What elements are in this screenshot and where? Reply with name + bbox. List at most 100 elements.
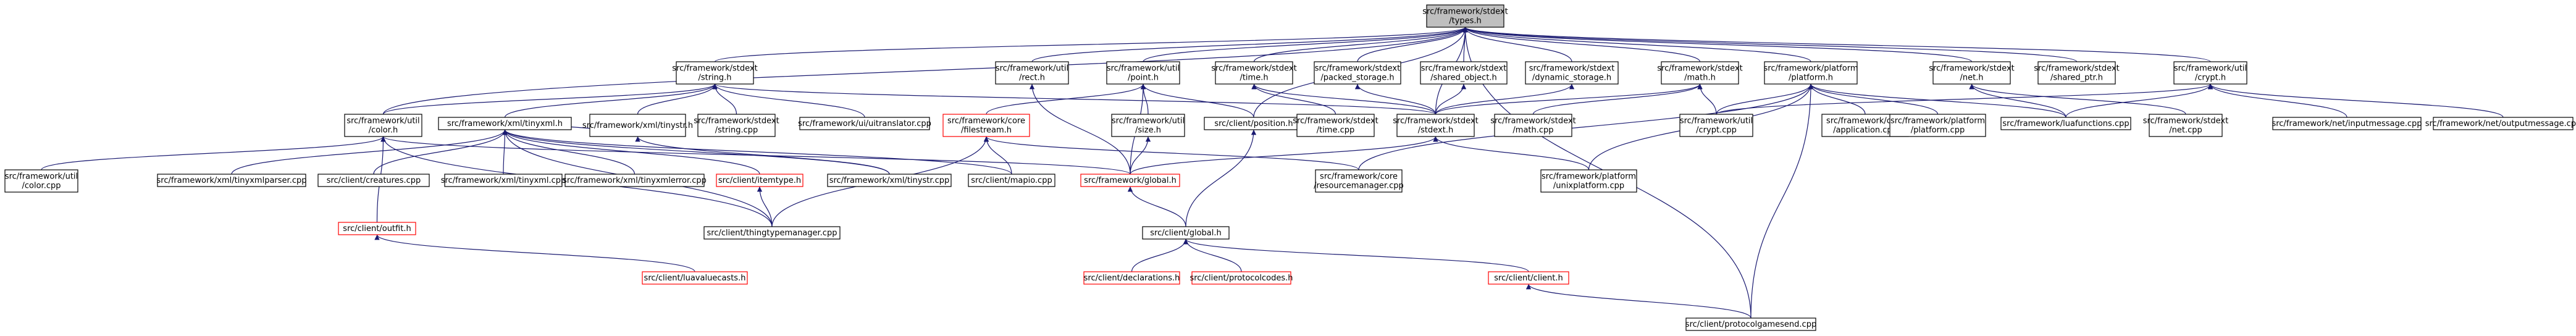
- graph-node-dynstor[interactable]: src/framework/stdext/dynamic_storage.h: [1525, 61, 1619, 85]
- node-label: src/client/mapio.cpp: [971, 176, 1052, 185]
- graph-node-mathcpp[interactable]: src/framework/stdext/math.cpp: [1490, 114, 1576, 137]
- graph-node-color[interactable]: src/framework/util/color.h: [344, 114, 422, 137]
- edge-timecpp-to-time: [1251, 83, 1336, 115]
- node-label: src/framework/util: [996, 64, 1068, 74]
- edge-point-to-types: [1143, 27, 1468, 62]
- node-label: src/framework/xml/tinystr.cpp: [829, 176, 950, 185]
- edge-thingtypemanager-to-itemtype: [757, 186, 773, 227]
- edge-platformcpp-to-platform: [1808, 83, 1939, 115]
- edge-global-to-color: [380, 136, 1131, 175]
- node-label: src/client/thingtypemanager.cpp: [707, 229, 837, 238]
- node-box: [1494, 114, 1572, 137]
- graph-node-sharedobj[interactable]: src/framework/stdext/shared_object.h: [1420, 61, 1508, 85]
- edge-stdext-to-dynstor: [1435, 83, 1575, 115]
- edge-global-to-size: [1130, 136, 1151, 175]
- graph-node-uitranslator[interactable]: src/framework/ui/uitranslator.cpp: [798, 117, 931, 130]
- node-box: [438, 117, 572, 130]
- node-label: src/client/position.h: [1214, 119, 1293, 128]
- edge-luavaluecasts-to-outfit: [374, 234, 695, 272]
- edge-mapio-to-tinyxml: [502, 129, 1012, 175]
- graph-node-itemtype[interactable]: src/client/itemtype.h: [716, 174, 803, 187]
- node-label: /time.h: [1240, 74, 1268, 83]
- graph-node-tinyxmlerror[interactable]: src/framework/xml/tinyxmlerror.cpp: [563, 174, 707, 187]
- node-box: [1540, 169, 1637, 193]
- graph-node-protocolcodes[interactable]: src/client/protocolcodes.h: [1190, 271, 1293, 285]
- node-box: [1420, 61, 1508, 85]
- graph-node-time[interactable]: src/framework/stdext/time.h: [1211, 61, 1297, 85]
- edge-global-to-rect: [1029, 83, 1131, 175]
- graph-node-types[interactable]: src/framework/stdext/types.h: [1422, 4, 1508, 28]
- node-label: src/framework/xml/tinyxmlparser.cpp: [157, 176, 307, 185]
- node-label: src/framework/stdext: [1929, 64, 2014, 74]
- graph-node-global[interactable]: src/framework/global.h: [1080, 174, 1180, 187]
- graph-node-platformcpp[interactable]: src/framework/platform/platform.cpp: [1889, 114, 1986, 137]
- graph-node-string[interactable]: src/framework/stdext/string.h: [672, 61, 758, 85]
- graph-node-crypt[interactable]: src/framework/util/crypt.h: [2173, 61, 2247, 85]
- graph-node-rect[interactable]: src/framework/util/rect.h: [995, 61, 1069, 85]
- node-label: /net.cpp: [2169, 126, 2202, 135]
- graph-node-clienth[interactable]: src/client/client.h: [1488, 271, 1569, 285]
- node-label: /platform.h: [1789, 74, 1833, 83]
- edge-sharedptr-to-types: [1462, 27, 2078, 62]
- node-box: [589, 114, 686, 137]
- graph-node-mapio[interactable]: src/client/mapio.cpp: [968, 174, 1055, 187]
- graph-node-size[interactable]: src/framework/util/size.h: [1111, 114, 1185, 137]
- node-label: /application.cpp: [1833, 126, 1897, 135]
- node-box: [697, 114, 776, 137]
- node-box: [799, 117, 930, 130]
- node-box: [157, 174, 306, 187]
- node-label: src/framework/stdext: [1657, 64, 1742, 74]
- node-label: /string.cpp: [715, 126, 758, 135]
- graph-node-outfit[interactable]: src/client/outfit.h: [338, 222, 416, 235]
- edge-creatures-to-tinyxml: [373, 129, 508, 175]
- graph-node-tinystrcpp[interactable]: src/framework/xml/tinystr.cpp: [827, 174, 952, 187]
- graph-node-platform[interactable]: src/framework/platform/platform.h: [1764, 61, 1858, 85]
- node-box: [716, 174, 803, 187]
- graph-node-tinyxmlcpp[interactable]: src/framework/xml/tinyxml.cpp: [441, 174, 566, 187]
- graph-node-stringcpp[interactable]: src/framework/stdext/string.cpp: [694, 114, 779, 137]
- graph-node-packed[interactable]: src/framework/stdext/packed_storage.h: [1314, 61, 1401, 85]
- graph-node-inputmessage[interactable]: src/framework/net/inputmessage.cpp: [2272, 117, 2422, 130]
- node-label: /color.h: [369, 126, 398, 135]
- graph-node-unixplatform[interactable]: src/framework/platform/unixplatform.cpp: [1540, 169, 1637, 193]
- node-label: src/client/client.h: [1494, 274, 1563, 283]
- edge-tinyxmlparser-to-tinyxml: [231, 129, 508, 175]
- edge-dynstor-to-types: [1462, 27, 1572, 62]
- graph-node-clientglobal[interactable]: src/client/global.h: [1142, 226, 1230, 240]
- graph-node-colorcpp[interactable]: src/framework/util/color.cpp: [4, 169, 78, 193]
- graph-node-math[interactable]: src/framework/stdext/math.h: [1657, 61, 1743, 85]
- graph-node-resourcemanager[interactable]: src/framework/core/resourcemanager.cpp: [1314, 169, 1404, 193]
- graph-node-declarations[interactable]: src/client/declarations.h: [1083, 271, 1180, 285]
- graph-node-netcpp[interactable]: src/framework/stdext/net.cpp: [2143, 114, 2228, 137]
- graph-node-tinyxmlparser[interactable]: src/framework/xml/tinyxmlparser.cpp: [157, 174, 307, 187]
- graph-node-timecpp[interactable]: src/framework/stdext/time.cpp: [1293, 114, 1378, 137]
- graph-node-tinyxml[interactable]: src/framework/xml/tinyxml.h: [438, 117, 572, 130]
- graph-node-sharedptr[interactable]: src/framework/stdext/shared_ptr.h: [2034, 61, 2120, 85]
- edge-luafunctions-to-platform: [1808, 83, 2066, 118]
- graph-node-thingtypemanager[interactable]: src/client/thingtypemanager.cpp: [703, 226, 841, 240]
- graph-node-protocolgamesend[interactable]: src/client/protocolgamesend.cpp: [1685, 317, 1816, 331]
- graph-node-creatures[interactable]: src/client/creatures.cpp: [317, 174, 430, 187]
- node-label: /rect.h: [1019, 74, 1045, 83]
- node-label: src/framework/stdext: [1393, 117, 1478, 126]
- edge-position-to-point: [1140, 83, 1254, 118]
- graph-node-luafunctions[interactable]: src/framework/luafunctions.cpp: [2000, 117, 2131, 130]
- edge-color-to-types: [382, 27, 1468, 115]
- node-box: [2173, 61, 2247, 85]
- graph-node-position[interactable]: src/client/position.h: [1204, 117, 1304, 130]
- graph-node-cryptcpp[interactable]: src/framework/util/crypt.cpp: [1679, 114, 1753, 137]
- graph-node-point[interactable]: src/framework/util/point.h: [1106, 61, 1180, 85]
- graph-node-net[interactable]: src/framework/stdext/net.h: [1929, 61, 2015, 85]
- node-label: src/framework/platform: [1542, 172, 1636, 182]
- node-box: [1314, 61, 1401, 85]
- graph-node-filestream[interactable]: src/framework/core/filestream.h: [942, 114, 1030, 137]
- node-label: src/framework/util: [1112, 117, 1185, 126]
- graph-node-stdext[interactable]: src/framework/stdext/stdext.h: [1393, 114, 1479, 137]
- edge-packed-to-types: [1357, 27, 1468, 62]
- edge-net-to-types: [1462, 27, 1973, 62]
- graph-node-luavaluecasts[interactable]: src/client/luavaluecasts.h: [642, 271, 748, 285]
- node-label: src/client/protocolcodes.h: [1190, 274, 1293, 283]
- graph-node-tinystr[interactable]: src/framework/xml/tinystr.h: [582, 114, 693, 137]
- graph-node-outputmessage[interactable]: src/framework/net/outputmessage.cpp: [2425, 117, 2576, 130]
- node-box: [1215, 61, 1293, 85]
